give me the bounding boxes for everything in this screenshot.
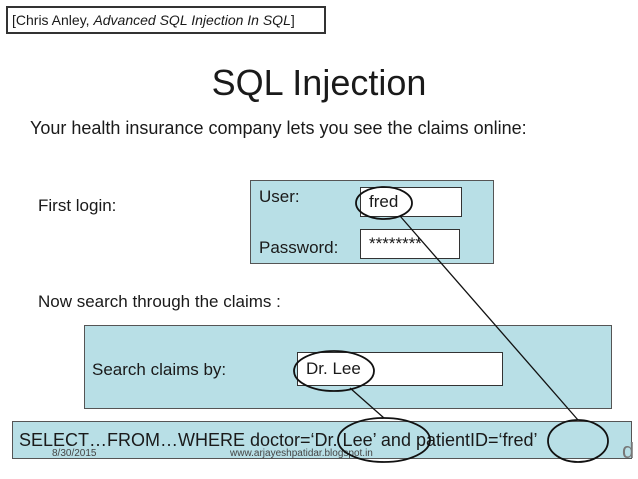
footer-url: www.arjayeshpatidar.blogspot.in — [230, 448, 373, 459]
search-section-label: Now search through the claims : — [38, 292, 281, 311]
user-field[interactable]: fred — [360, 187, 462, 217]
citation-prefix: [Chris Anley, — [12, 12, 94, 28]
user-label: User: — [259, 187, 300, 206]
password-field[interactable]: ******** — [360, 229, 460, 259]
page-title: SQL Injection — [211, 62, 427, 103]
search-by-label: Search claims by: — [92, 360, 227, 379]
search-input[interactable]: Dr. Lee — [297, 352, 503, 386]
sql-query-text: SELECT…FROM…WHERE doctor=‘Dr. Lee’ and p… — [19, 430, 538, 450]
footer-date: 8/30/2015 — [52, 448, 97, 459]
citation-suffix: ] — [290, 12, 295, 28]
citation-box: [Chris Anley, Advanced SQL Injection In … — [6, 6, 326, 34]
page-subtitle: Your health insurance company lets you s… — [30, 118, 527, 138]
first-login-label: First login: — [38, 196, 117, 215]
password-label: Password: — [259, 238, 339, 257]
page-number-fragment: d — [622, 438, 635, 463]
citation-title: Advanced SQL Injection In SQL — [93, 12, 291, 28]
